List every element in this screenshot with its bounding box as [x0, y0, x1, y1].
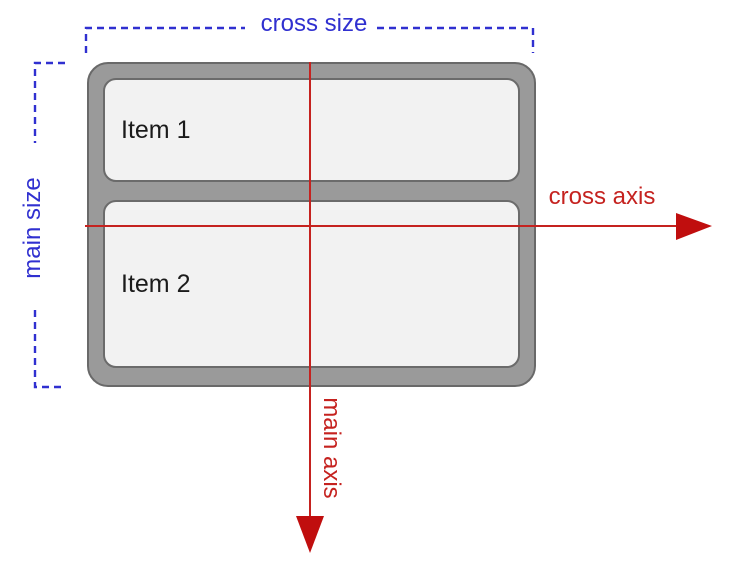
main-size-label: main size: [19, 177, 46, 279]
cross-axis-label: cross axis: [548, 183, 656, 210]
main-size-bracket-top: [33, 61, 65, 143]
cross-axis-arrowhead-icon: [676, 213, 712, 240]
flex-item-2: Item 2: [103, 200, 520, 368]
main-axis-label: main axis: [318, 397, 345, 499]
main-axis-arrowhead-icon: [296, 516, 324, 553]
flex-item-2-label: Item 2: [121, 269, 191, 298]
main-size-bracket-bottom: [33, 310, 65, 389]
cross-size-bracket-left: [84, 26, 245, 53]
cross-size-label: cross size: [260, 10, 368, 37]
flex-item-1-label: Item 1: [121, 115, 191, 144]
flex-item-1: Item 1: [103, 78, 520, 182]
cross-size-bracket-right: [377, 26, 535, 53]
flex-container: Item 1 Item 2: [87, 62, 536, 387]
